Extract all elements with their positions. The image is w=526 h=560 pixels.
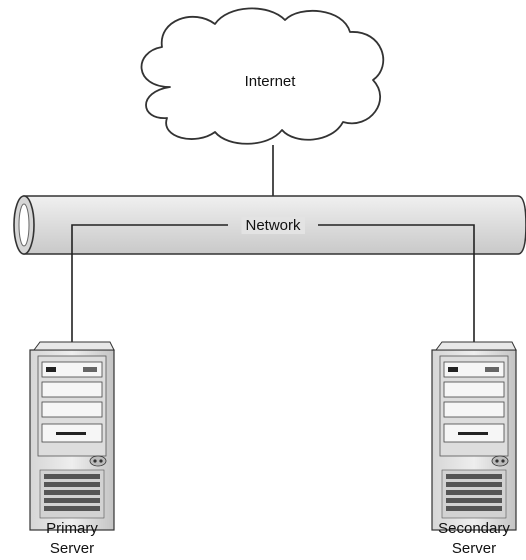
network-pipe-opening (18, 203, 30, 247)
primary-server-icon (29, 341, 115, 531)
secondary-server-icon (431, 341, 517, 531)
internet-cloud-icon (140, 7, 384, 145)
secondary-server-label-line2: Server (452, 540, 496, 557)
internet-label: Internet (245, 73, 297, 90)
primary-server-label-line1: Primary (46, 520, 98, 537)
network-label-backing (241, 217, 306, 234)
secondary-server-label-line1: Secondary (438, 520, 510, 537)
network-wire (71, 224, 475, 342)
network-label: Network (245, 217, 301, 234)
primary-server-label-line2: Server (50, 540, 94, 557)
